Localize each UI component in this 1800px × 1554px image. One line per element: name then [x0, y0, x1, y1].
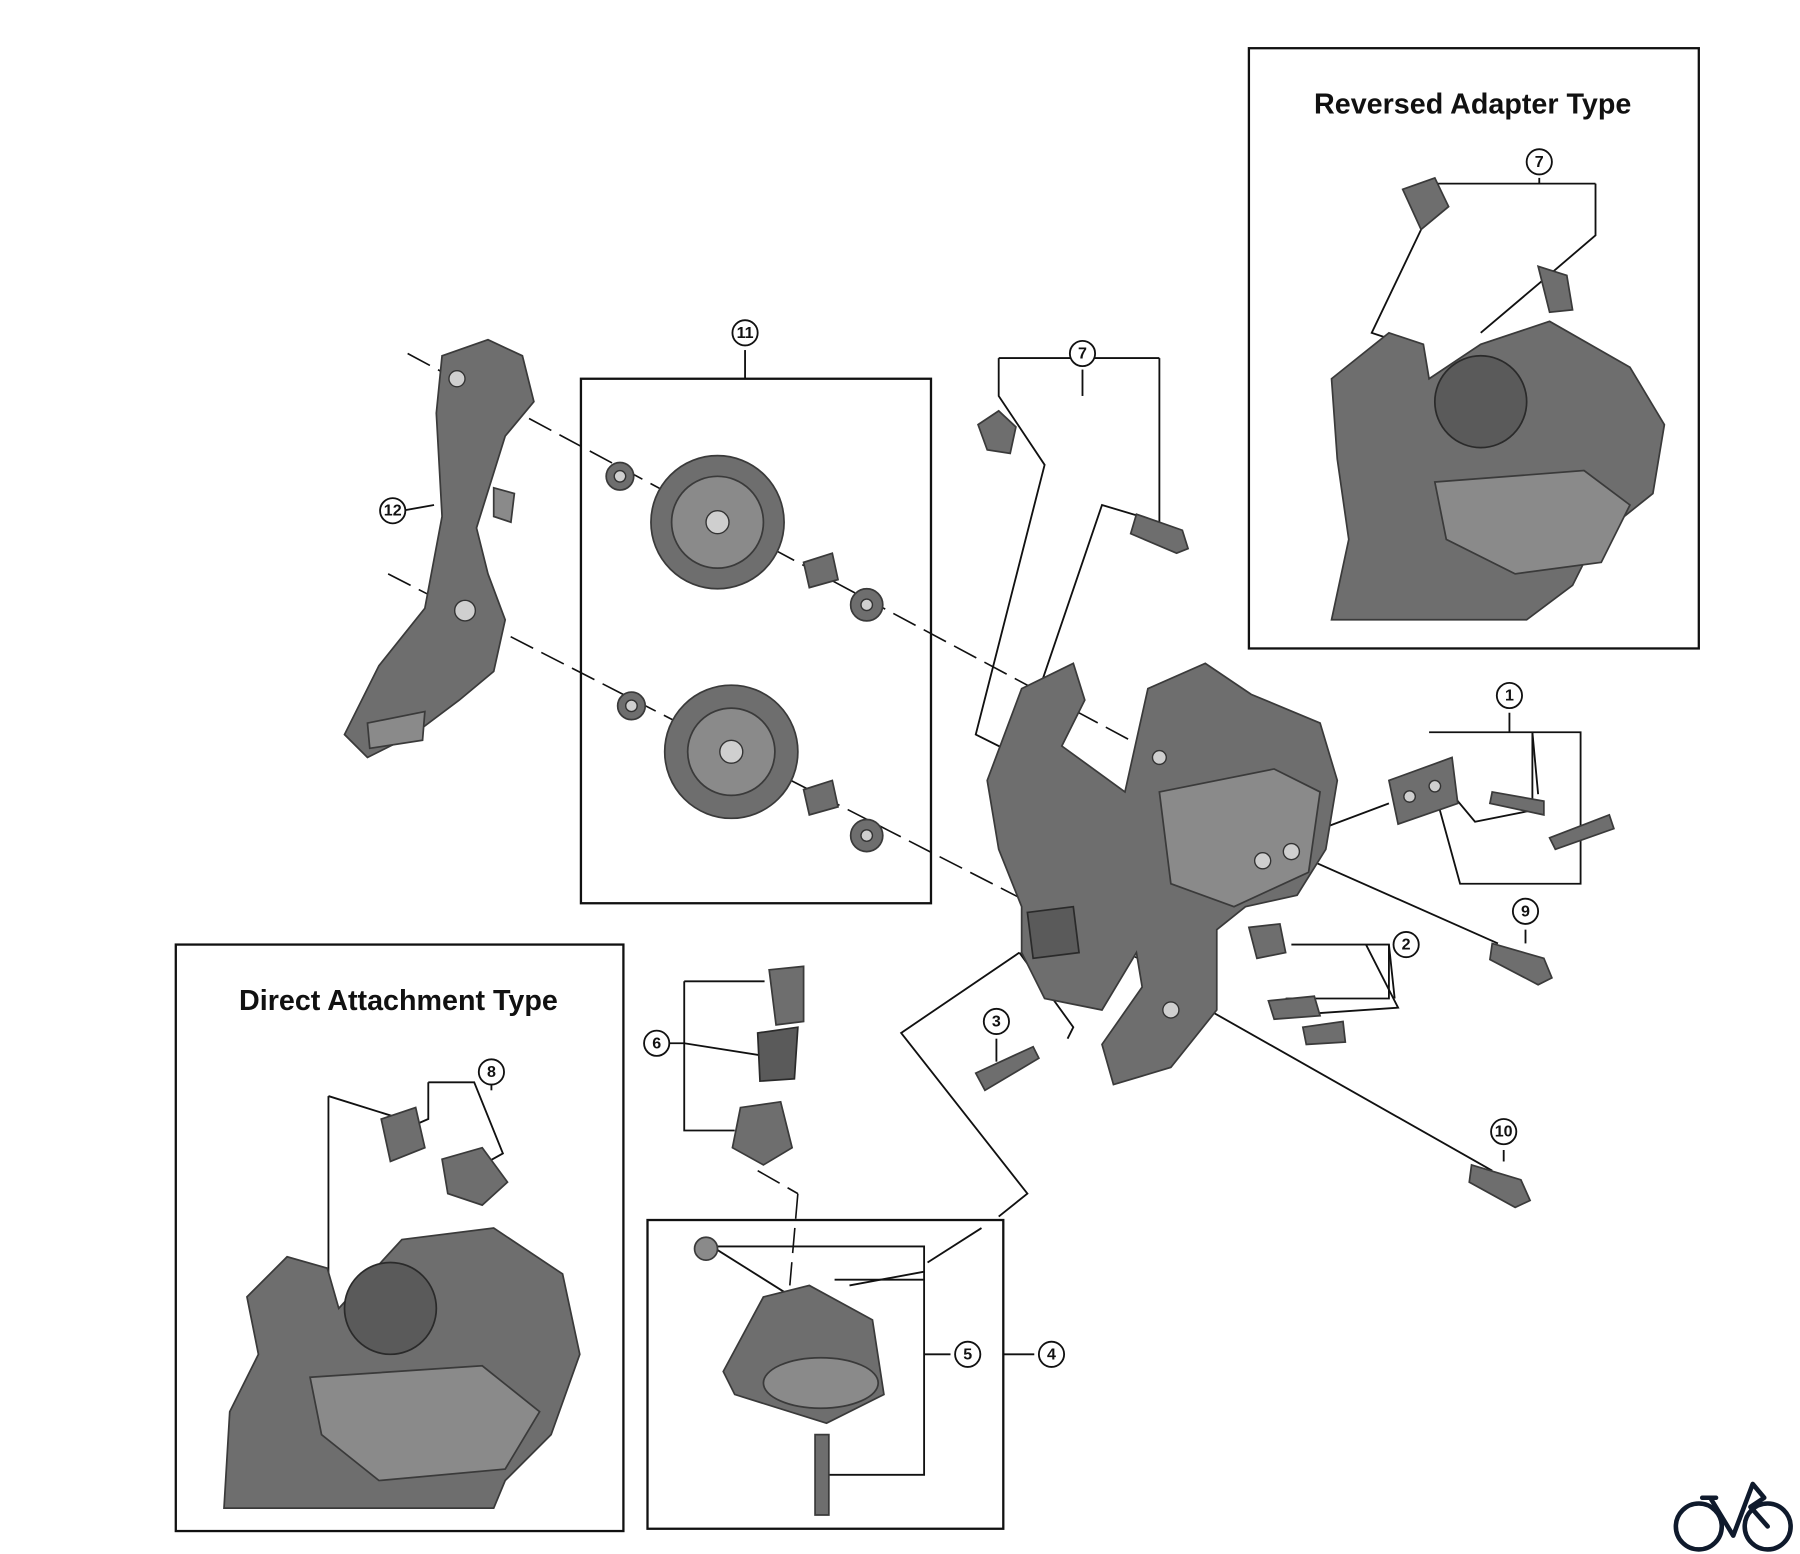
reversed-adapter-inset: [1330, 176, 1666, 621]
callout-7: 7: [1068, 339, 1097, 368]
svg-text:4: 4: [1047, 1345, 1056, 1363]
pulley-set-box: [579, 377, 933, 905]
bicycle-logo-icon: [1673, 1481, 1793, 1552]
bolt-10: [1468, 1163, 1532, 1209]
callout-4: 4: [1037, 1340, 1066, 1368]
stopper-parts-2: [1247, 922, 1347, 1046]
svg-text:6: 6: [652, 1034, 661, 1052]
svg-text:9: 9: [1521, 902, 1530, 920]
bolt-9: [1488, 942, 1554, 986]
callout-2: 2: [1392, 931, 1420, 959]
pulley-set-parts: [605, 454, 884, 853]
direct-attachment-title: Direct Attachment Type: [239, 985, 558, 1017]
adjust-parts-6: [731, 965, 805, 1166]
direct-attachment-box: [174, 943, 625, 1533]
callout-3: 3: [982, 1007, 1010, 1036]
callout-1: 1: [1495, 681, 1523, 710]
callout-5: 5: [954, 1340, 982, 1368]
svg-text:3: 3: [992, 1012, 1001, 1030]
adapter-bolt-7: [1129, 513, 1190, 555]
bolt-3: [974, 1045, 1041, 1092]
b-axle-unit-box: [646, 1218, 1005, 1530]
b-axle-unit-parts: [693, 1236, 885, 1516]
svg-text:8: 8: [487, 1063, 496, 1081]
callout-10: 10: [1490, 1118, 1518, 1146]
svg-text:7: 7: [1078, 344, 1087, 362]
callout-8: 8: [477, 1058, 505, 1086]
direct-attachment-inset: [223, 1227, 581, 1509]
svg-text:7: 7: [1535, 153, 1544, 171]
svg-text:11: 11: [737, 324, 754, 342]
derailleur-body: [986, 662, 1339, 1086]
callout-9: 9: [1511, 897, 1540, 925]
svg-text:10: 10: [1495, 1123, 1513, 1141]
adapter-plate-1: [1387, 756, 1459, 826]
svg-text:5: 5: [963, 1345, 972, 1363]
svg-text:1: 1: [1505, 687, 1514, 705]
callout-7-reversed: 7: [1525, 148, 1553, 176]
adapter-parts-8: [380, 1106, 509, 1207]
reversed-adapter-box: [1247, 47, 1700, 650]
svg-text:2: 2: [1402, 936, 1411, 954]
reversed-adapter-title: Reversed Adapter Type: [1314, 89, 1631, 121]
callout-12: 12: [379, 497, 407, 525]
adapter-part-7: [977, 409, 1017, 455]
svg-text:12: 12: [384, 502, 402, 520]
callout-11: 11: [731, 319, 759, 347]
inner-plate-part: [343, 338, 535, 759]
callout-6: 6: [643, 1029, 671, 1057]
